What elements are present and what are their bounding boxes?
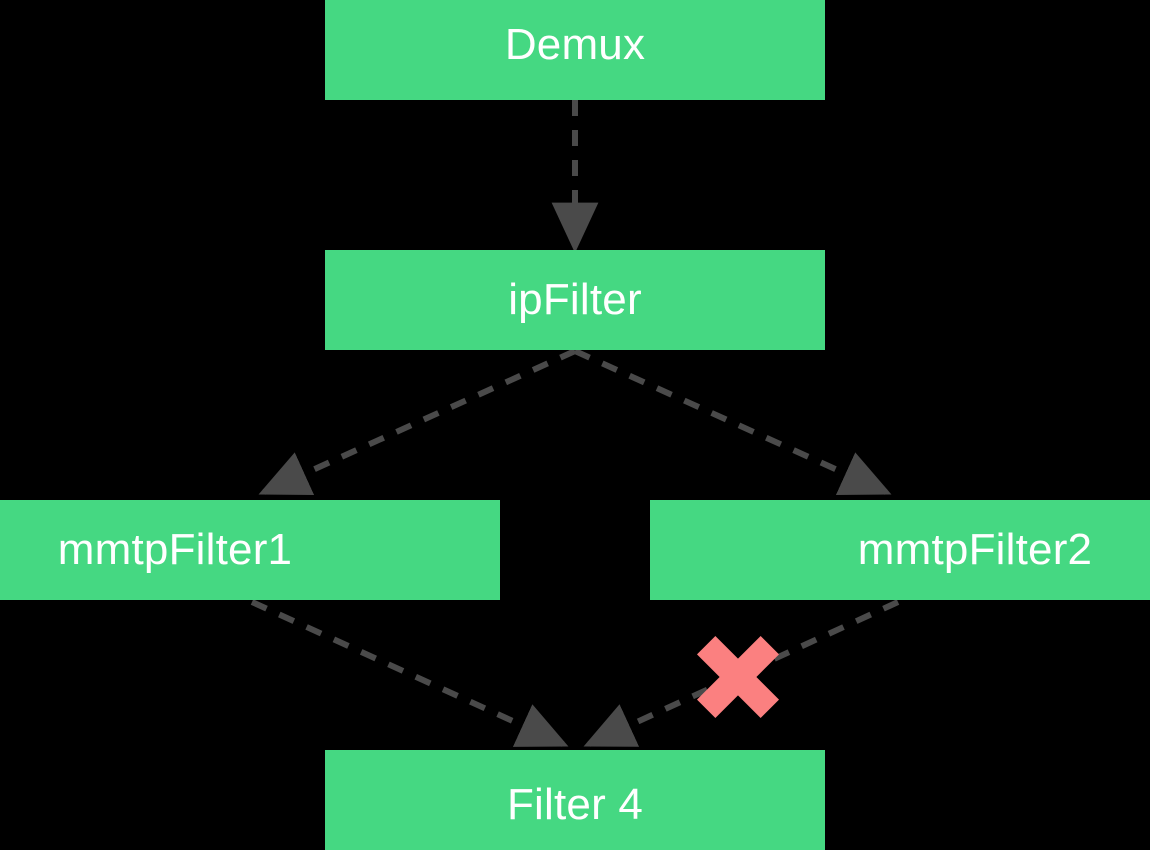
edge-ipfilter-to-mmtpfilter2 (573, 348, 892, 495)
node-filter4[interactable]: Filter 4 (325, 750, 825, 850)
node-label-demux: Demux (504, 20, 646, 69)
x-cross-shape (696, 635, 780, 719)
edge-mmtpfilter2-to-filter4 (583, 599, 900, 747)
node-demux[interactable]: Demux (325, 0, 825, 100)
node-label-mmtpfilter2: mmtpFilter2 (857, 525, 1093, 574)
node-label-mmtpfilter1: mmtpFilter1 (57, 525, 293, 574)
edge-mmtpfilter1-to-filter4 (250, 599, 569, 747)
node-mmtpfilter2[interactable]: mmtpFilter2 (650, 500, 1150, 600)
blocked-connection-x-icon (696, 635, 780, 719)
node-ipfilter[interactable]: ipFilter (325, 250, 825, 350)
node-label-filter4: Filter 4 (506, 780, 644, 829)
node-mmtpfilter1[interactable]: mmtpFilter1 (0, 500, 500, 600)
edge-ipfilter-to-mmtpfilter1 (258, 348, 577, 495)
node-label-ipfilter: ipFilter (508, 275, 642, 324)
